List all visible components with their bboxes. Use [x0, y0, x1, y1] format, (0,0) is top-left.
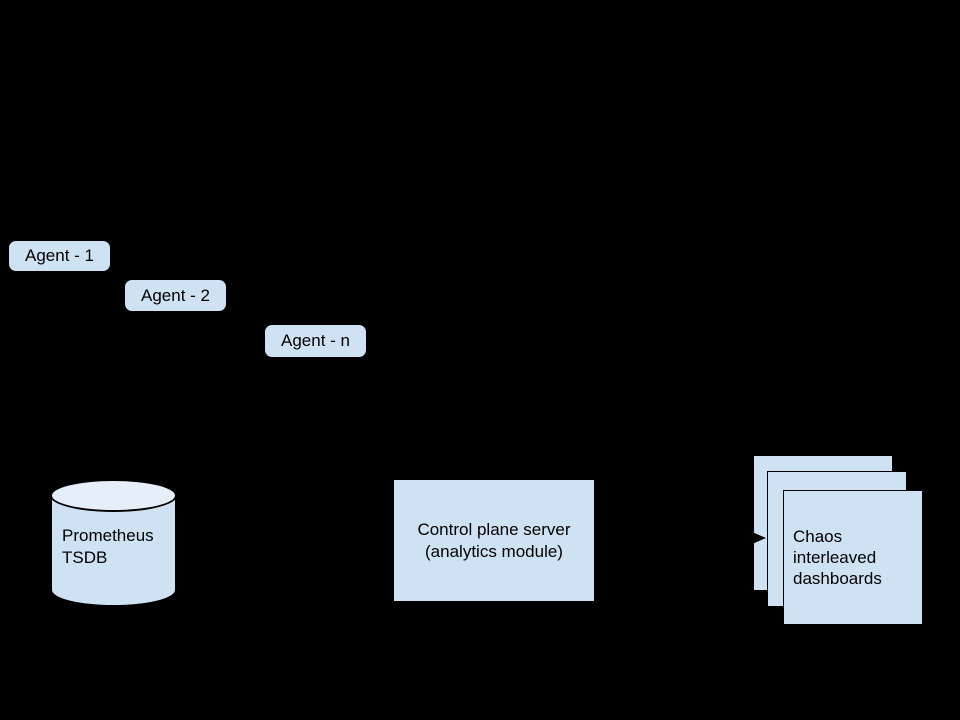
cylinder-top-ellipse [50, 479, 177, 512]
agent-2-label: Agent - 2 [141, 285, 210, 305]
dashboards-label-line1: Chaos [793, 527, 843, 546]
database-cylinder: Prometheus TSDB [50, 479, 177, 607]
node-control-plane-server: Control plane server (analytics module) [393, 479, 595, 602]
node-agent-n: Agent - n [263, 323, 368, 359]
dashboard-card-front: Chaos interleaved dashboards [783, 490, 923, 625]
database-label: Prometheus TSDB [62, 525, 154, 569]
dashboards-label-line2: interleaved [793, 548, 877, 567]
server-label-line2: (analytics module) [425, 541, 563, 561]
agent-1-label: Agent - 1 [25, 246, 94, 265]
node-agent-2: Agent - 2 [123, 278, 228, 313]
dashboards-label-line3: dashboards [793, 569, 882, 588]
server-label: Control plane server (analytics module) [417, 519, 570, 563]
cylinder-body-shape [50, 495, 177, 607]
server-label-line1: Control plane server [417, 519, 571, 539]
database-label-line2: TSDB [62, 548, 108, 567]
agent-n-label: Agent - n [281, 331, 350, 350]
dashboards-label: Chaos interleaved dashboards [784, 526, 882, 589]
database-label-line1: Prometheus [62, 526, 154, 545]
node-agent-1: Agent - 1 [7, 239, 112, 273]
